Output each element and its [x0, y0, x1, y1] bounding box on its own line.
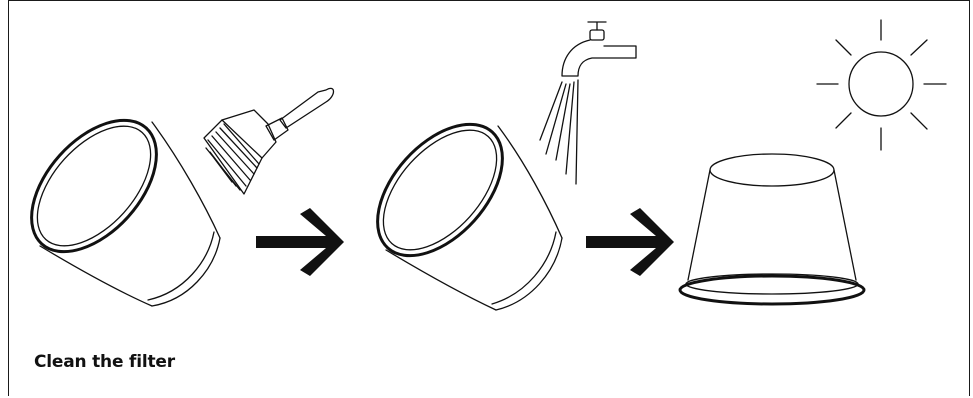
filter-cup-2-icon: [354, 101, 562, 310]
sun-icon: [817, 20, 946, 150]
brush-icon: [204, 88, 334, 194]
water-stream-icon: [540, 80, 578, 184]
arrow-right-1-icon: [256, 208, 344, 276]
faucet-icon: [562, 22, 636, 76]
caption: Clean the filter: [34, 352, 175, 372]
arrow-right-2-icon: [586, 208, 674, 276]
filter-cup-3-icon: [680, 154, 864, 304]
filter-cup-1-icon: [8, 97, 220, 306]
